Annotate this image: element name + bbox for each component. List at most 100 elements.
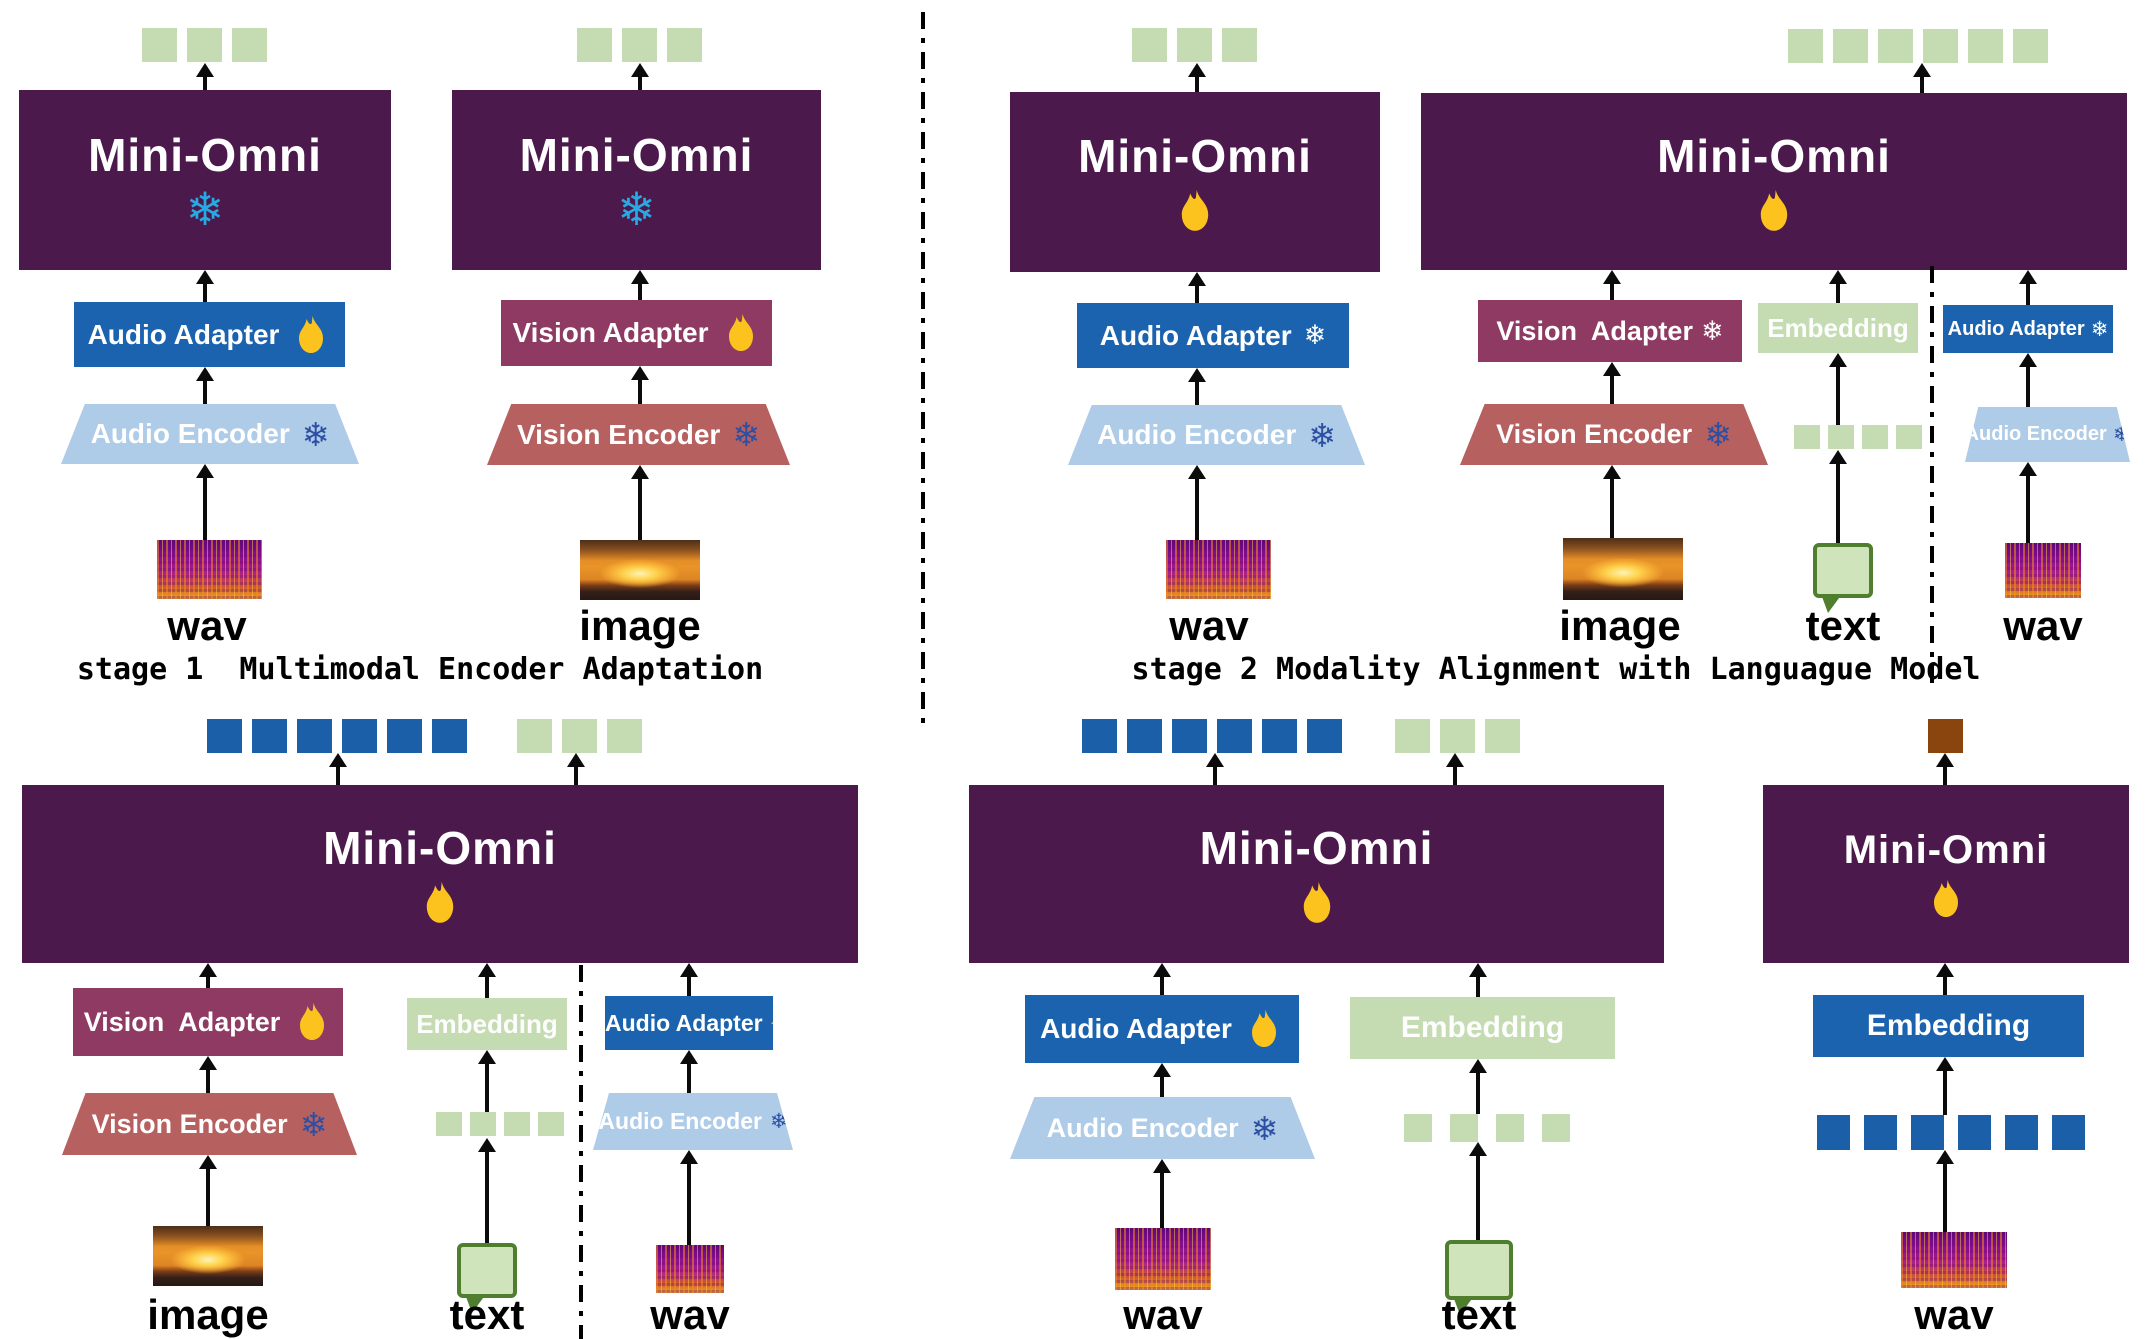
output-tokens — [142, 28, 267, 62]
token — [517, 719, 552, 753]
output-tokens — [577, 28, 702, 62]
token — [232, 28, 267, 62]
snowflake-icon: ❄ — [2090, 316, 2109, 341]
arrow-connector — [1469, 1059, 1487, 1114]
text-tokens — [436, 1112, 564, 1136]
wav-label: wav — [1169, 602, 1249, 649]
token — [577, 28, 612, 62]
token — [436, 1112, 462, 1136]
token — [1862, 425, 1888, 449]
text-label: text — [449, 1291, 525, 1338]
wav-spectrogram — [1115, 1228, 1211, 1290]
audio-adapter-label: Audio Adapter — [1947, 317, 2085, 340]
arrow-connector — [1446, 753, 1464, 785]
token — [1928, 719, 1963, 753]
arrow-connector — [1829, 450, 1847, 543]
mini-omni-box: Mini-Omni — [1010, 92, 1380, 272]
snowflake-icon: ❄ — [1700, 315, 1724, 347]
embedding-box: Embedding — [1813, 995, 2084, 1057]
arrow-connector — [478, 1138, 496, 1243]
token — [1878, 29, 1913, 63]
vision-encoder-box: Vision Encoder ❄ — [487, 404, 790, 465]
arrow-connector — [631, 270, 649, 300]
sunset-image — [580, 540, 700, 600]
arrow-connector — [1153, 963, 1171, 995]
arrow-connector — [196, 270, 214, 302]
token — [1440, 719, 1475, 753]
arrow-connector — [1188, 272, 1206, 303]
wav-spectrogram — [1901, 1232, 2007, 1288]
audio-encoder-label: Audio Encoder — [1046, 1112, 1239, 1143]
snowflake-icon: ❄ — [1303, 320, 1327, 351]
token — [562, 719, 597, 753]
embedding-box: Embedding — [1758, 303, 1918, 353]
arrow-connector — [196, 63, 214, 90]
flame-icon — [299, 315, 324, 353]
arrow-connector — [1153, 1159, 1171, 1228]
arrow-connector — [680, 1150, 698, 1245]
audio-adapter-box: Audio Adapter ❄ — [1077, 303, 1349, 368]
image-label: image — [1559, 602, 1681, 649]
sunset-image — [1563, 538, 1683, 600]
mini-omni-box: Mini-Omni — [1763, 785, 2129, 963]
token — [1833, 29, 1868, 63]
arrow-connector — [631, 366, 649, 404]
arrow-connector — [196, 464, 214, 540]
flame-icon — [1934, 879, 1958, 917]
arrow-connector — [199, 1056, 217, 1093]
flame-icon — [1181, 189, 1209, 231]
audio-adapter-box: Audio Adapter — [1025, 995, 1299, 1063]
token — [297, 719, 332, 753]
snowflake-icon: ❄ — [769, 1109, 788, 1133]
token — [187, 28, 222, 62]
arrow-connector — [1913, 63, 1931, 93]
arrow-connector — [1936, 1057, 1954, 1115]
output-tokens — [1395, 719, 1520, 753]
token — [207, 719, 242, 753]
vision-encoder-label: Vision Encoder — [517, 418, 721, 450]
arrow-connector — [329, 753, 347, 785]
token — [1896, 425, 1922, 449]
token — [622, 28, 657, 62]
token — [252, 719, 287, 753]
model-name: Mini-Omni — [1078, 130, 1312, 182]
audio-adapter-label: Audio Adapter — [1040, 1013, 1232, 1044]
stage-divider — [1930, 266, 1934, 690]
output-tokens — [1788, 29, 2048, 63]
stage-divider — [921, 12, 925, 730]
token — [1172, 719, 1207, 753]
vision-encoder-box: Vision Encoder ❄ — [62, 1093, 357, 1155]
text-bubble-icon — [457, 1243, 517, 1313]
snowflake-icon: ❄ — [185, 182, 225, 236]
wav-label: wav — [167, 602, 247, 649]
vision-adapter-box: Vision Adapter — [73, 988, 343, 1056]
token — [1307, 719, 1342, 753]
token — [142, 28, 177, 62]
arrow-connector — [1188, 63, 1206, 92]
flame-icon — [771, 1021, 773, 1025]
flame-icon — [300, 1002, 325, 1040]
audio-encoder-box: Audio Encoder ❄ — [1965, 407, 2130, 462]
token — [387, 719, 422, 753]
arrow-connector — [1206, 753, 1224, 785]
wav-label: wav — [650, 1291, 730, 1338]
audio-encoder-label: Audio Encoder — [1964, 423, 2107, 445]
token — [1923, 29, 1958, 63]
output-tokens — [517, 719, 642, 753]
snowflake-icon: ❄ — [1704, 415, 1732, 454]
embedding-box: Embedding — [1350, 997, 1615, 1059]
token — [1542, 1114, 1570, 1142]
audio-adapter-label: Audio Adapter — [605, 1009, 763, 1036]
audio-adapter-box: Audio Adapter ❄ — [1943, 305, 2113, 353]
audio-encoder-box: Audio Encoder ❄ — [1010, 1097, 1315, 1159]
token — [1911, 1115, 1944, 1150]
token — [1968, 29, 2003, 63]
audio-adapter-label: Audio Adapter — [87, 318, 280, 350]
audio-adapter-box: Audio Adapter — [74, 302, 345, 367]
token — [470, 1112, 496, 1136]
wav-label: wav — [2003, 602, 2083, 649]
stage1-caption: stage 1 Multimodal Encoder Adaptation — [76, 652, 764, 687]
model-name: Mini-Omni — [323, 822, 557, 874]
mini-omni-box: Mini-Omni ❄ — [452, 90, 821, 270]
audio-adapter-box: Audio Adapter — [605, 996, 773, 1050]
